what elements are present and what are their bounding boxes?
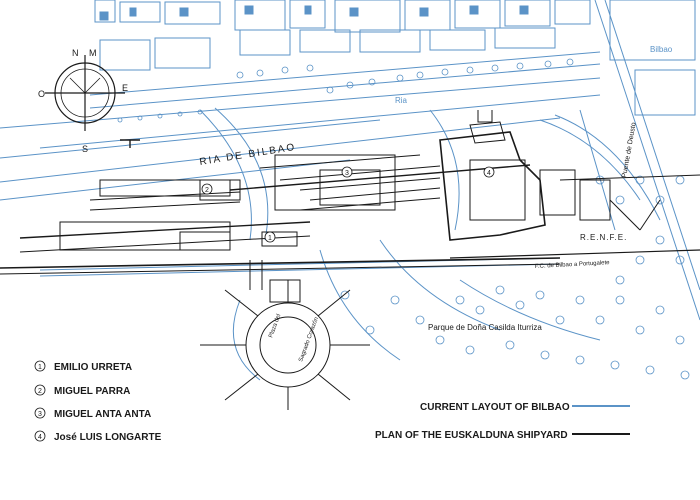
architect-3: 3 MIGUEL ANTA ANTA xyxy=(34,407,151,420)
architects-legend: 1 EMILIO URRETA 2 MIGUEL PARRA 3 MIGUEL … xyxy=(34,360,162,443)
map-marker-2: 2 xyxy=(201,183,213,195)
map-marker-4: 4 xyxy=(483,166,495,178)
shipyard-plan xyxy=(0,110,700,303)
architect-4: 4 José LUIS LONGARTE xyxy=(34,430,162,443)
compass-south: S xyxy=(82,144,88,154)
svg-text:2: 2 xyxy=(205,187,209,194)
compass-rose xyxy=(45,55,125,131)
compass-west: O xyxy=(38,89,45,99)
architect-3-name: MIGUEL ANTA ANTA xyxy=(54,409,151,420)
bilbao-label: Bilbao xyxy=(650,45,673,54)
bridge-label: Puente de Deusto xyxy=(621,122,638,179)
railway-label: F.C. de Bilbao a Portugalete xyxy=(535,260,611,270)
plaza-label-line1: Plaza del xyxy=(268,313,282,338)
map-marker-1: 1 xyxy=(264,231,276,243)
svg-text:2: 2 xyxy=(38,388,42,395)
svg-text:3: 3 xyxy=(345,170,349,177)
architect-2: 2 MIGUEL PARRA xyxy=(34,384,130,397)
compass-north: N xyxy=(72,48,79,58)
architect-2-name: MIGUEL PARRA xyxy=(54,386,130,397)
streets-and-riverbanks xyxy=(0,0,700,381)
renfe-label: R.E.N.F.E. xyxy=(580,233,627,242)
rio-label: Ria xyxy=(395,96,408,105)
svg-text:1: 1 xyxy=(38,364,42,371)
compass-east: E xyxy=(122,83,128,93)
park-label: Parque de Doña Casilda Iturriza xyxy=(428,323,542,332)
svg-text:3: 3 xyxy=(38,411,42,418)
park-trees xyxy=(117,58,690,380)
roundabout-plaza xyxy=(200,280,370,410)
city-blocks-north xyxy=(94,0,696,116)
map-marker-3: 3 xyxy=(341,166,353,178)
architect-1: 1 EMILIO URRETA xyxy=(34,360,132,373)
svg-text:4: 4 xyxy=(38,434,42,441)
compass-north-m: M xyxy=(89,48,97,58)
legend-current-label: CURRENT LAYOUT OF BILBAO xyxy=(420,402,570,413)
legend-plan-label: PLAN OF THE EUSKALDUNA SHIPYARD xyxy=(375,430,568,441)
architect-4-name: José LUIS LONGARTE xyxy=(54,432,162,443)
architect-1-name: EMILIO URRETA xyxy=(54,362,132,373)
line-key-legend: CURRENT LAYOUT OF BILBAO PLAN OF THE EUS… xyxy=(375,402,630,441)
svg-text:1: 1 xyxy=(268,235,272,242)
svg-text:4: 4 xyxy=(487,170,491,177)
plaza-label-line2: Sagrado Corazón xyxy=(298,316,320,362)
